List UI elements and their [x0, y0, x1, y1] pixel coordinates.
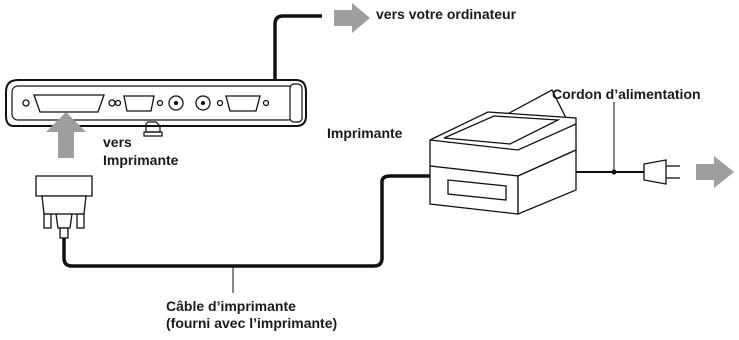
printer-illustration	[429, 89, 577, 215]
printer-port-icon	[143, 121, 163, 137]
printer-cable	[62, 174, 430, 268]
monitor-port	[216, 95, 270, 112]
ps2-port	[195, 95, 211, 111]
arrow-right-icon	[334, 3, 370, 33]
printer-cable-label-line1: Câble d’imprimante	[166, 298, 296, 314]
to-printer-label-line1: vers	[103, 134, 132, 150]
serial-port	[114, 95, 164, 112]
to-printer-label-line2: Imprimante	[103, 152, 179, 168]
power-cord-label: Cordon d’alimentation	[552, 86, 701, 102]
parallel-port	[22, 94, 116, 113]
printer-cable-connector	[35, 175, 93, 239]
to-computer-label: vers votre ordinateur	[376, 6, 517, 22]
arrow-right-icon	[696, 156, 734, 188]
arrow-up-icon	[46, 112, 86, 158]
printer-label: Imprimante	[327, 125, 403, 141]
computer-cable	[273, 14, 322, 84]
port-replicator	[5, 79, 307, 127]
printer-cable-label-line2: (fourni avec l’imprimante)	[166, 315, 338, 331]
power-plug	[643, 159, 680, 185]
ps2-port	[168, 95, 184, 111]
